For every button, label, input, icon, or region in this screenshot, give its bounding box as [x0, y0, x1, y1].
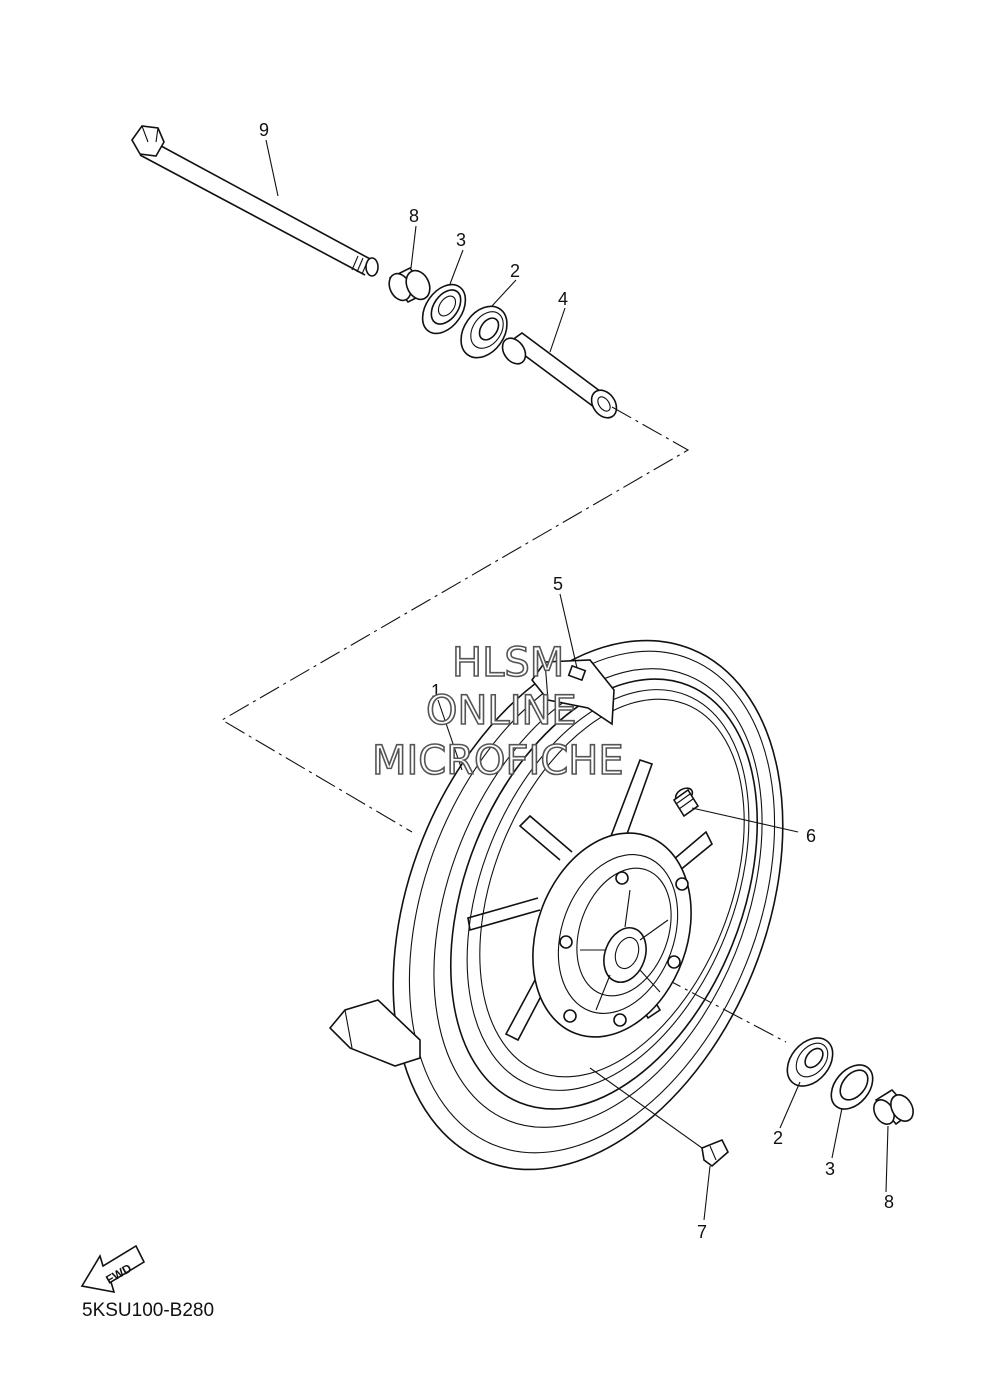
valve-part[interactable] — [672, 785, 700, 818]
callout-7: 7 — [697, 1222, 707, 1242]
callout-8-top: 8 — [409, 206, 419, 226]
clip-part[interactable] — [701, 1138, 729, 1168]
callout-3-bottom: 3 — [825, 1159, 835, 1179]
watermark-line-1: HLSM — [452, 640, 564, 686]
callout-8-bottom: 8 — [884, 1192, 894, 1212]
callout-5: 5 — [553, 574, 563, 594]
callout-9: 9 — [259, 120, 269, 140]
callout-4: 4 — [558, 289, 568, 309]
upper-collar-part[interactable] — [385, 266, 434, 304]
balance-weight-part[interactable] — [567, 664, 587, 682]
watermark: HLSM ONLINE MICROFICHE — [371, 639, 624, 785]
lower-oil-seal-part[interactable] — [823, 1057, 881, 1117]
fwd-arrow-icon: FWD — [80, 1244, 146, 1294]
callout-2-top: 2 — [510, 261, 520, 281]
front-wheel-part[interactable] — [320, 582, 857, 1227]
leader-lines — [265, 139, 889, 1221]
upper-bearing-part[interactable] — [452, 298, 517, 367]
lower-bearing-part[interactable] — [778, 1029, 842, 1095]
callouts: 9 8 3 2 4 5 1 6 2 3 8 7 — [259, 120, 894, 1242]
callout-6: 6 — [806, 826, 816, 846]
upper-oil-seal-part[interactable] — [414, 277, 474, 342]
lower-collar-part[interactable] — [870, 1088, 918, 1128]
diagram-code: 5KSU100-B280 — [82, 1300, 215, 1321]
callout-1: 1 — [431, 681, 441, 701]
axle-part[interactable] — [131, 125, 379, 277]
callout-3-top: 3 — [456, 230, 466, 250]
watermark-line-3: MICROFICHE — [372, 738, 624, 784]
callout-2-bottom: 2 — [773, 1128, 783, 1148]
watermark-line-2: ONLINE — [426, 688, 577, 734]
spacer-part[interactable] — [498, 332, 622, 423]
